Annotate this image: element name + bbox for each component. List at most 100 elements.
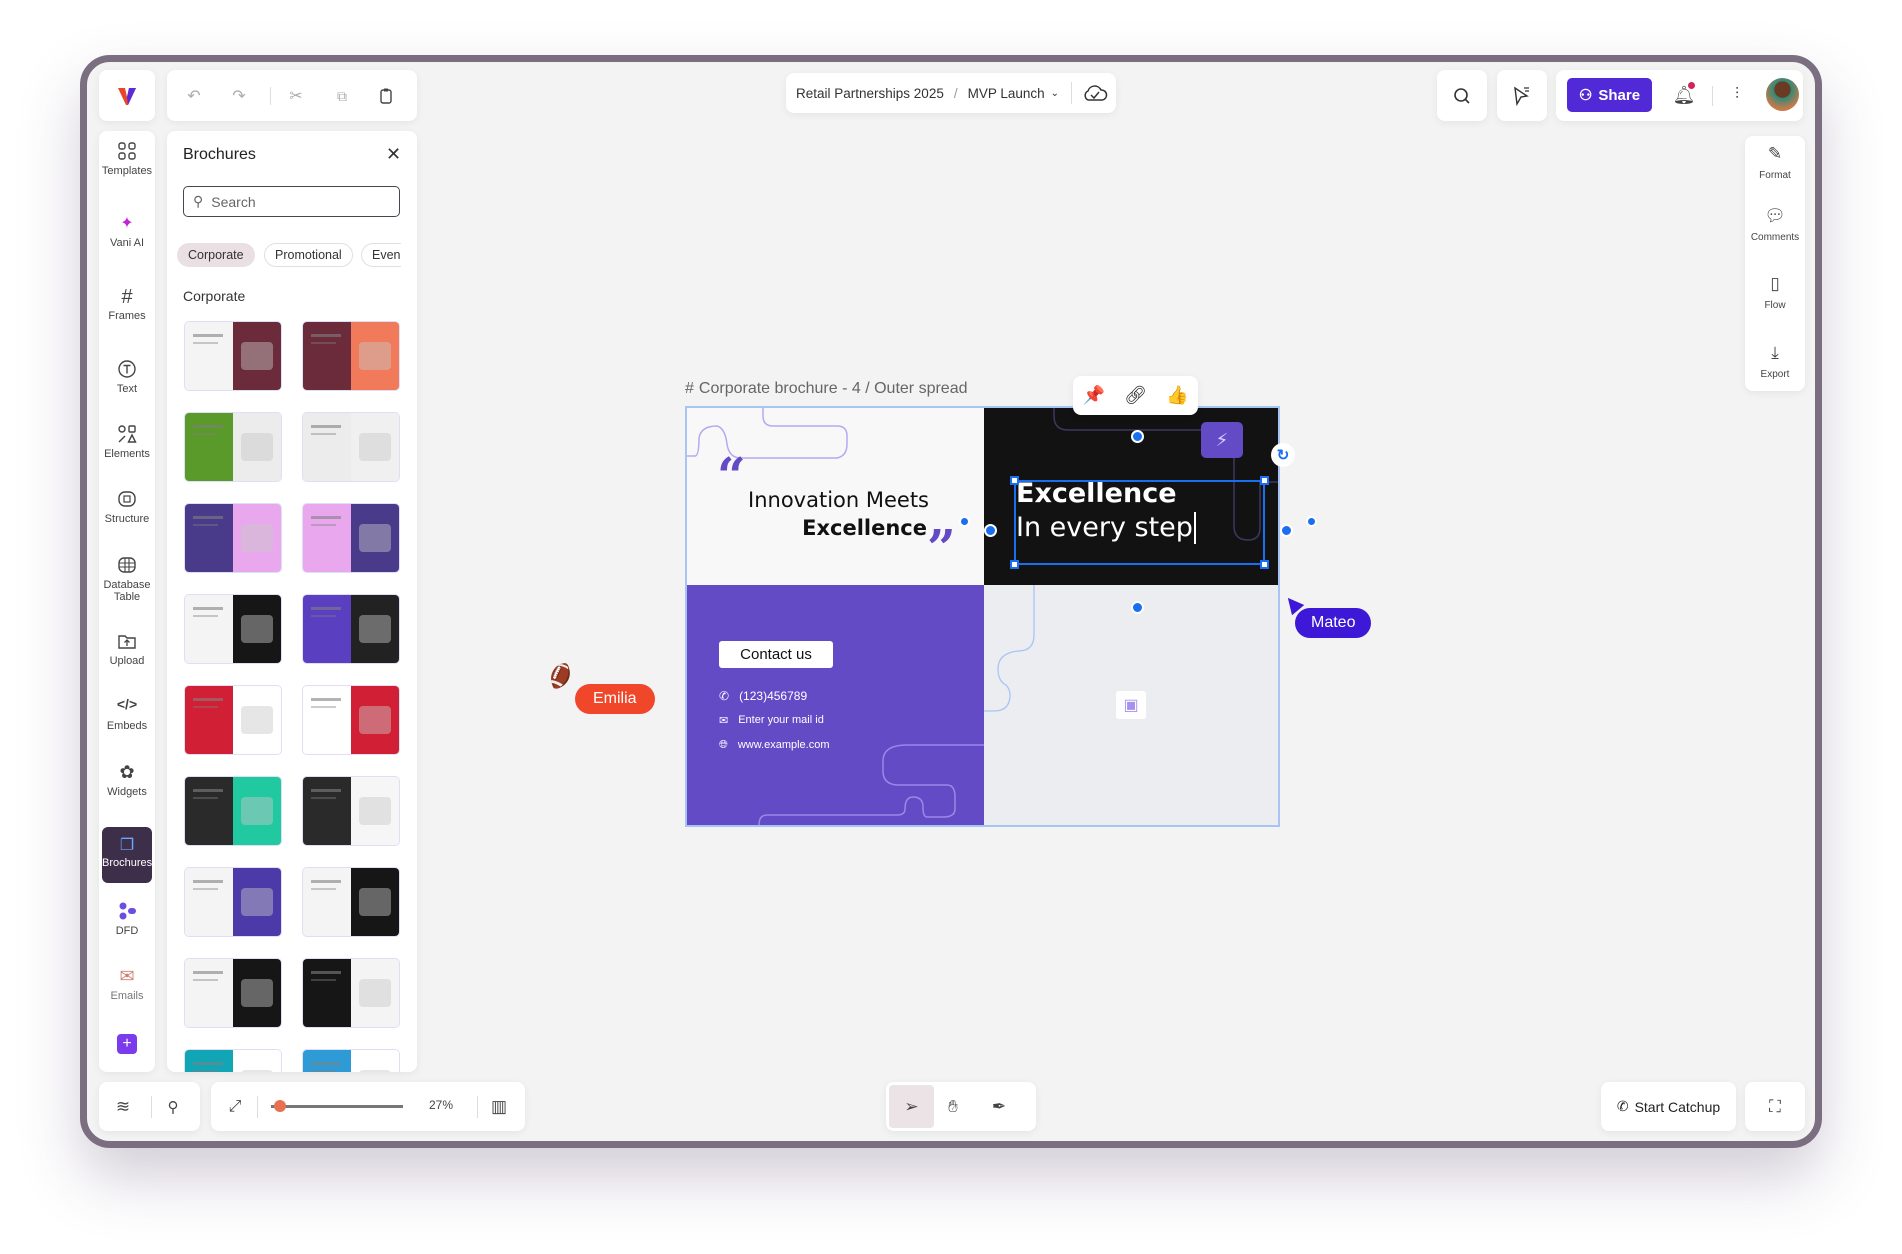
zoom-slider-handle[interactable] <box>274 1100 287 1112</box>
notifications-icon[interactable]: 🔔︎ <box>1671 82 1697 108</box>
template-thumbnail[interactable] <box>302 958 400 1028</box>
settings-sliders-icon[interactable]: ⫶ <box>1734 86 1739 103</box>
template-thumbnail[interactable] <box>184 867 282 937</box>
comments-button[interactable]: 💬︎Comments <box>1745 206 1805 243</box>
link-icon[interactable]: 🔗︎ <box>1124 385 1147 405</box>
quote-line-1[interactable]: Innovation Meets <box>748 488 929 512</box>
sidebar-item-embeds[interactable]: </>Embeds <box>99 696 155 732</box>
template-thumbnail[interactable] <box>302 412 400 482</box>
template-thumbnail[interactable] <box>302 594 400 664</box>
contact-us-button[interactable]: Contact us <box>719 641 833 668</box>
sidebar-item-elements[interactable]: Elements <box>99 424 155 460</box>
template-thumbnail[interactable] <box>302 776 400 846</box>
pin-icon[interactable]: ⚲ <box>167 1099 179 1116</box>
template-thumbnail[interactable] <box>184 321 282 391</box>
breadcrumb-board[interactable]: MVP Launch <box>967 85 1045 101</box>
template-thumbnail[interactable] <box>302 1049 400 1072</box>
sidebar-item-dfd[interactable]: DFD <box>99 901 155 937</box>
sidebar-item-database-table[interactable]: Database Table <box>99 555 155 603</box>
divider <box>477 1096 478 1118</box>
sidebar-item-text[interactable]: Text <box>99 359 155 395</box>
copy-icon[interactable]: ⧉ <box>337 87 347 104</box>
headline-text-editing[interactable]: In every step <box>1016 512 1196 544</box>
breadcrumb-project[interactable]: Retail Partnerships 2025 <box>796 85 944 101</box>
brochure-frame[interactable]: “ Innovation Meets Excellence ” ⚡︎ Excel… <box>685 406 1280 827</box>
email-text[interactable]: Enter your mail id <box>738 714 824 726</box>
email-envelope-icon: ✉ <box>119 966 135 986</box>
connector-dot[interactable] <box>984 524 997 537</box>
ai-edit-icon[interactable]: ⚡︎ <box>1201 422 1243 458</box>
template-thumbnail[interactable] <box>184 1049 282 1072</box>
template-thumbnail[interactable] <box>184 503 282 573</box>
sidebar-item-upload[interactable]: Upload <box>99 631 155 667</box>
fit-screen-icon[interactable]: ⤢ <box>228 1098 242 1115</box>
globe-icon: 🌐︎ <box>719 739 728 751</box>
template-thumbnail[interactable] <box>302 503 400 573</box>
template-thumbnail[interactable] <box>184 958 282 1028</box>
zoom-slider[interactable] <box>271 1105 403 1108</box>
present-cursor-icon <box>1514 86 1529 106</box>
undo-icon[interactable]: ↶ <box>187 88 201 105</box>
rotate-icon[interactable]: ↻ <box>1271 443 1295 467</box>
start-catchup-button[interactable]: ✆Start Catchup <box>1601 1082 1736 1131</box>
add-pin-icon[interactable]: 📌 <box>1082 385 1105 405</box>
search-button[interactable] <box>1437 70 1487 121</box>
connector-dot[interactable] <box>1131 430 1144 443</box>
template-thumbnail[interactable] <box>184 594 282 664</box>
thumbs-up-icon[interactable]: 👍 <box>1166 385 1189 405</box>
frame-label[interactable]: #Corporate brochure - 4 / Outer spread <box>685 380 967 398</box>
resize-handle[interactable] <box>1260 560 1269 569</box>
sidebar-item-vani-ai[interactable]: ✦Vani AI <box>99 213 155 249</box>
chip-promotional[interactable]: Promotional <box>264 243 353 267</box>
layers-icon[interactable]: ≋ <box>115 1097 131 1116</box>
image-placeholder-icon[interactable]: ▣ <box>1116 691 1146 719</box>
chip-events[interactable]: Even <box>361 243 401 267</box>
paste-icon[interactable] <box>375 85 397 107</box>
add-app-button[interactable]: + <box>117 1034 137 1054</box>
resize-handle[interactable] <box>1010 560 1019 569</box>
select-tool[interactable]: ➢ <box>889 1085 934 1128</box>
share-group: ⚇Share 🔔︎ ⫶ <box>1556 70 1803 121</box>
redo-icon[interactable]: ↷ <box>232 88 246 105</box>
template-thumbnail[interactable] <box>184 412 282 482</box>
catchup-expand-button[interactable]: ⛶ <box>1745 1082 1805 1131</box>
flow-button[interactable]: ▯Flow <box>1745 274 1805 311</box>
app-logo[interactable] <box>99 70 155 121</box>
sidebar-item-templates[interactable]: Templates <box>99 141 155 177</box>
phone-text[interactable]: (123)456789 <box>739 689 808 703</box>
sidebar-item-emails[interactable]: ✉Emails <box>99 966 155 1002</box>
share-button[interactable]: ⚇Share <box>1567 78 1652 112</box>
hand-tool[interactable]: ✋︎ <box>940 1094 966 1120</box>
hand-icon: ✋︎ <box>948 1097 958 1116</box>
sidebar-item-widgets[interactable]: ✿Widgets <box>99 762 155 798</box>
template-thumbnail[interactable] <box>184 776 282 846</box>
template-thumbnail[interactable] <box>302 867 400 937</box>
sidebar-item-brochures[interactable]: ❐Brochures <box>102 827 152 883</box>
close-icon[interactable]: ✕ <box>386 144 402 164</box>
cut-icon[interactable]: ✂ <box>289 88 303 105</box>
template-thumbnail[interactable] <box>184 685 282 755</box>
chevron-down-icon[interactable]: ⌄ <box>1050 87 1060 99</box>
user-avatar[interactable] <box>1766 78 1799 111</box>
pen-tool[interactable]: ✒︎ <box>986 1094 1012 1120</box>
connector-dot[interactable] <box>959 516 970 527</box>
template-thumbnail[interactable] <box>302 685 400 755</box>
sidebar-item-frames[interactable]: #Frames <box>99 286 155 322</box>
website-text[interactable]: www.example.com <box>737 739 830 751</box>
resize-handle[interactable] <box>1260 476 1269 485</box>
chip-corporate[interactable]: Corporate <box>177 243 255 267</box>
template-thumbnail[interactable] <box>302 321 400 391</box>
map-icon[interactable]: ▥ <box>490 1097 508 1116</box>
search-input[interactable]: ⚲Search <box>183 186 400 217</box>
sidebar-item-structure[interactable]: Structure <box>99 489 155 525</box>
format-button[interactable]: ✎Format <box>1745 144 1805 181</box>
connector-dot[interactable] <box>1306 516 1317 527</box>
quote-line-2[interactable]: Excellence <box>802 516 927 540</box>
connector-dot[interactable] <box>1280 524 1293 537</box>
connector-dot[interactable] <box>1131 601 1144 614</box>
present-button[interactable] <box>1497 70 1547 121</box>
export-button[interactable]: ⤓Export <box>1745 343 1805 380</box>
text-selection-box[interactable] <box>1014 480 1265 565</box>
resize-handle[interactable] <box>1010 476 1019 485</box>
headline-bold[interactable]: Excellence <box>1016 478 1177 509</box>
